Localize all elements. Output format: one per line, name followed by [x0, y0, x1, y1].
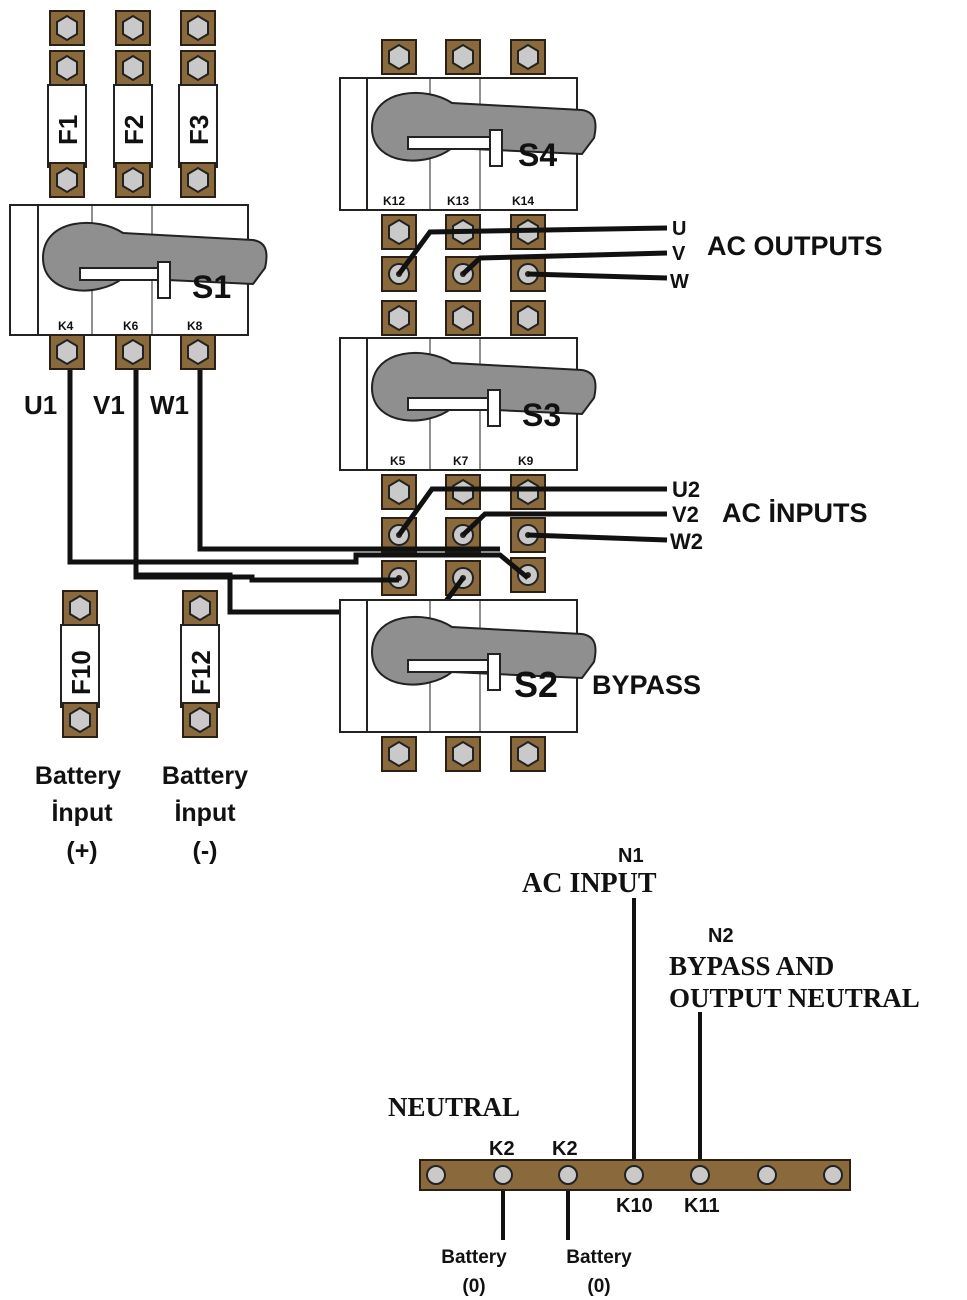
- battery-neg-line3: (-): [193, 837, 218, 865]
- terminal-label-k13: K13: [447, 194, 469, 208]
- ac-inputs-title: AC İNPUTS: [722, 498, 868, 528]
- fuse-label-f10: F10: [66, 650, 96, 695]
- terminal-label-k6: K6: [123, 319, 139, 333]
- terminal-label-k5: K5: [390, 454, 406, 468]
- terminal-label-k12: K12: [383, 194, 405, 208]
- n2-line1: BYPASS AND: [669, 951, 834, 981]
- output-label-v: V: [672, 243, 686, 265]
- battery-pos-line3: (+): [66, 837, 97, 865]
- fuse-f12: [180, 590, 220, 738]
- output-wires: [396, 225, 668, 281]
- neutral-k2b: K2: [552, 1138, 578, 1160]
- neutral-battery-b-line2: (0): [587, 1276, 610, 1297]
- terminal-label-k14: K14: [512, 194, 534, 208]
- switch-s2[interactable]: [339, 599, 597, 733]
- terminal-v1: [115, 334, 151, 370]
- fuse-column-f3: [178, 10, 218, 198]
- switch-label-s4: S4: [518, 137, 557, 173]
- terminal-label-k4: K4: [58, 319, 74, 333]
- n1-ac-input-label: AC INPUT: [522, 868, 657, 899]
- terminal-u1: [49, 334, 85, 370]
- battery-pos-line1: Battery: [35, 762, 121, 790]
- bottom-studs-s2: [381, 736, 546, 772]
- phase-label-w1: W1: [150, 390, 189, 420]
- switch-s3[interactable]: [339, 337, 597, 471]
- neutral-battery-b-line1: Battery: [566, 1247, 632, 1268]
- input-label-w2: W2: [670, 529, 703, 554]
- n2-label: N2: [708, 925, 734, 947]
- neutral-battery-a-line1: Battery: [441, 1247, 507, 1268]
- n2-line2: OUTPUT NEUTRAL: [669, 983, 920, 1013]
- switch-s1[interactable]: [9, 204, 268, 336]
- ac-outputs-title: AC OUTPUTS: [707, 231, 883, 261]
- switch-label-s3: S3: [522, 397, 561, 433]
- switch-label-s2: S2: [514, 664, 558, 705]
- n1-label: N1: [618, 845, 644, 867]
- input-label-v2: V2: [672, 502, 699, 527]
- output-label-w: W: [670, 271, 689, 293]
- neutral-k2a: K2: [489, 1138, 515, 1160]
- input-wires: [396, 486, 668, 543]
- switch-label-s1: S1: [192, 269, 231, 305]
- neutral-battery-a-line2: (0): [462, 1276, 485, 1297]
- neutral-title: NEUTRAL: [388, 1092, 520, 1122]
- battery-neg-line2: İnput: [174, 799, 236, 827]
- neutral-k10: K10: [616, 1195, 653, 1217]
- bypass-label: BYPASS: [592, 670, 701, 700]
- fuse-label-f1: F1: [53, 115, 83, 145]
- output-label-u: U: [672, 218, 686, 240]
- terminal-label-k8: K8: [187, 319, 203, 333]
- fuse-label-f2: F2: [119, 115, 149, 145]
- neutral-k11: K11: [684, 1195, 720, 1217]
- fuse-column-f1: [47, 10, 87, 198]
- input-label-u2: U2: [672, 477, 700, 502]
- terminal-w1: [180, 334, 216, 370]
- fuse-label-f3: F3: [184, 115, 214, 145]
- phase-label-u1: U1: [24, 390, 57, 420]
- s1-to-bypass-wires: [67, 370, 530, 583]
- battery-neg-line1: Battery: [162, 762, 248, 790]
- terminal-label-k9: K9: [518, 454, 534, 468]
- terminal-label-k7: K7: [453, 454, 469, 468]
- neutral-bar: [419, 1159, 851, 1191]
- switch-s4[interactable]: [339, 77, 597, 211]
- battery-pos-line2: İnput: [51, 799, 113, 827]
- phase-label-v1: V1: [93, 390, 125, 420]
- fuse-f10: [60, 590, 100, 738]
- fuse-column-f2: [113, 10, 153, 198]
- top-studs-s4: [381, 39, 546, 75]
- fuse-label-f12: F12: [186, 650, 216, 695]
